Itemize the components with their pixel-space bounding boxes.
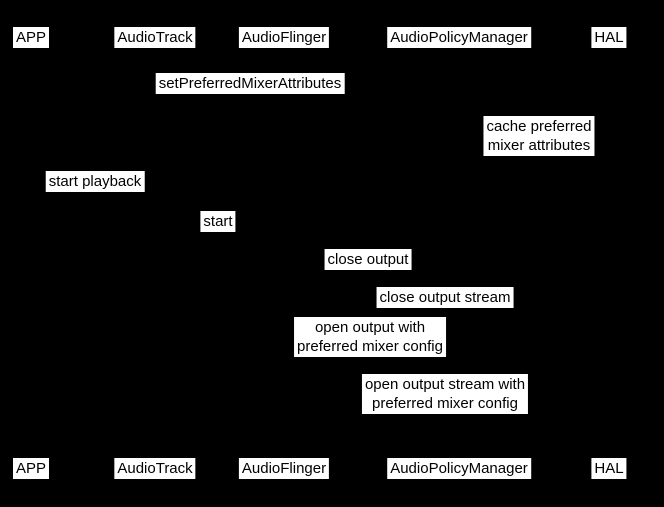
lifeline-app — [31, 48, 32, 459]
participant-bottom-hal: HAL — [591, 458, 627, 479]
participant-top-hal: HAL — [591, 27, 627, 48]
message-close-output: close output — [324, 249, 412, 270]
participant-bottom-audioflinger: AudioFlinger — [238, 458, 330, 479]
message-open-output-stream-with-preferred-mixer-config: open output stream with preferred mixer … — [361, 374, 529, 414]
message-start-playback: start playback — [45, 171, 145, 192]
lifeline-audiopolicymanager — [459, 48, 460, 459]
participant-bottom-audiotrack: AudioTrack — [114, 458, 196, 479]
participant-bottom-app: APP — [12, 458, 50, 479]
message-close-output-stream: close output stream — [376, 287, 514, 308]
participant-bottom-audiopolicymanager: AudioPolicyManager — [387, 458, 531, 479]
participant-top-audiotrack: AudioTrack — [114, 27, 196, 48]
message-set-preferred-mixer-attributes: setPreferredMixerAttributes — [155, 73, 345, 94]
lifeline-audioflinger — [284, 48, 285, 459]
participant-top-audiopolicymanager: AudioPolicyManager — [387, 27, 531, 48]
lifeline-hal — [609, 48, 610, 459]
message-start: start — [200, 211, 236, 232]
message-cache-preferred-mixer-attributes: cache preferred mixer attributes — [483, 116, 595, 156]
participant-top-app: APP — [12, 27, 50, 48]
participant-top-audioflinger: AudioFlinger — [238, 27, 330, 48]
lifeline-audiotrack — [155, 48, 156, 459]
message-open-output-with-preferred-mixer-config: open output with preferred mixer config — [294, 317, 446, 357]
